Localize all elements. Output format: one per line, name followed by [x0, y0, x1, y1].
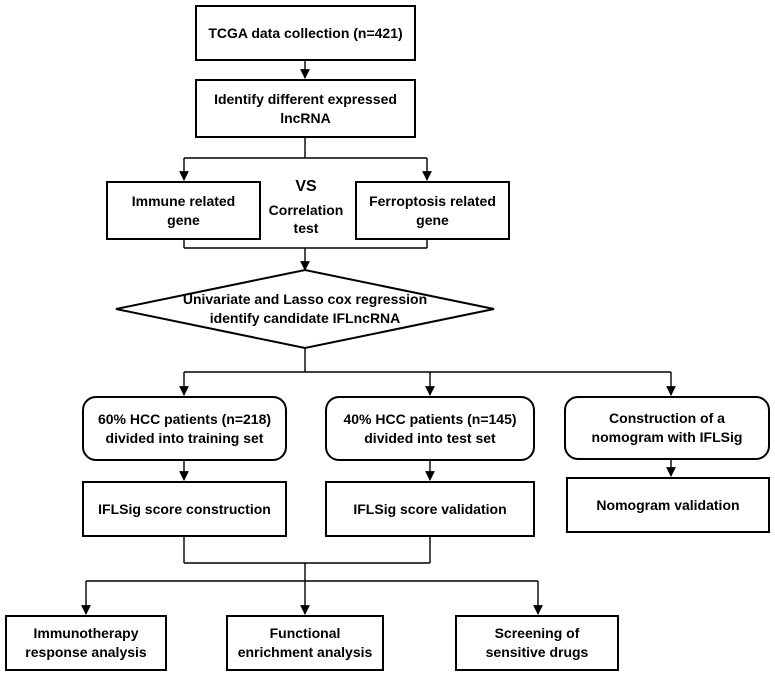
correlation-test-label: Correlation test [268, 202, 344, 236]
functional-enrichment-label: Functional enrichment analysis [237, 625, 373, 660]
nomogram-construction-label: Construction of a nomogram with IFLSig [591, 410, 743, 445]
vs-label: VS [295, 178, 317, 195]
nomogram-validation-box: Nomogram validation [566, 477, 770, 533]
sensitive-drugs-box: Screening of sensitive drugs [455, 615, 619, 671]
test-set-label: 40% HCC patients (n=145) divided into te… [343, 410, 517, 446]
score-construction-box: IFLSig score construction [82, 481, 287, 537]
test-set-box: 40% HCC patients (n=145) divided into te… [325, 396, 535, 461]
decision-label: Univariate and Lasso cox regression iden… [182, 291, 428, 326]
nomogram-validation-label: Nomogram validation [596, 496, 740, 513]
training-set-box: 60% HCC patients (n=218) divided into tr… [82, 396, 287, 461]
immune-gene-box: Immune related gene [106, 181, 261, 240]
nomogram-construction-box: Construction of a nomogram with IFLSig [564, 396, 770, 460]
functional-enrichment-box: Functional enrichment analysis [226, 615, 384, 671]
deg-identify-box: Identify different expressed lncRNA [195, 79, 416, 138]
sensitive-drugs-label: Screening of sensitive drugs [485, 625, 589, 660]
score-validation-label: IFLSig score validation [353, 500, 507, 517]
score-validation-box: IFLSig score validation [325, 481, 535, 537]
immunotherapy-analysis-label: Immunotherapy response analysis [25, 625, 147, 660]
immune-gene-label: Immune related gene [131, 192, 236, 228]
deg-identify-label: Identify different expressed lncRNA [214, 90, 397, 126]
training-set-label: 60% HCC patients (n=218) divided into tr… [97, 410, 272, 446]
score-construction-label: IFLSig score construction [98, 500, 271, 517]
ferroptosis-gene-label: Ferroptosis related gene [369, 192, 496, 228]
ferroptosis-gene-box: Ferroptosis related gene [355, 181, 510, 240]
tcga-collection-box: TCGA data collection (n=421) [195, 5, 416, 61]
tcga-collection-label: TCGA data collection (n=421) [208, 24, 403, 41]
immunotherapy-analysis-box: Immunotherapy response analysis [5, 615, 167, 671]
decision-diamond [115, 268, 495, 350]
